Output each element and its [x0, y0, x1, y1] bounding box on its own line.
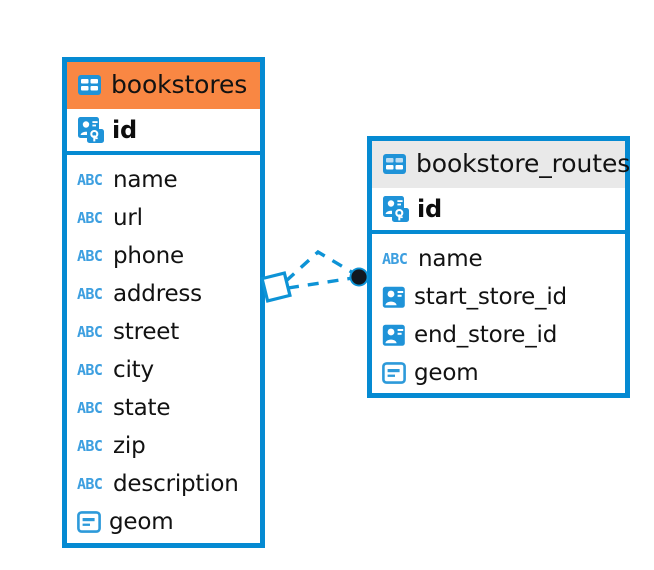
- field-row[interactable]: ABC phone: [67, 237, 260, 275]
- abc-icon: ABC: [77, 436, 103, 455]
- entity-title: bookstore_routes: [416, 149, 631, 178]
- abc-icon: ABC: [77, 474, 103, 493]
- relationship-line-upper: [284, 249, 356, 283]
- relationship-line-lower: [287, 276, 354, 290]
- field-row[interactable]: ABC address: [67, 275, 260, 313]
- field-row[interactable]: ABC description: [67, 465, 260, 503]
- field-label: start_store_id: [414, 283, 567, 310]
- field-label: name: [113, 166, 178, 193]
- field-label: state: [113, 394, 171, 421]
- field-label: geom: [414, 359, 479, 386]
- field-row[interactable]: geom: [67, 503, 260, 541]
- primary-key-row[interactable]: id: [67, 109, 260, 155]
- field-row[interactable]: ABC street: [67, 313, 260, 351]
- field-label: description: [113, 470, 239, 497]
- relationship-target-dot: [349, 267, 369, 287]
- field-label: address: [113, 280, 202, 307]
- entity-bookstore-routes[interactable]: bookstore_routes id ABC name: [367, 136, 630, 398]
- field-row[interactable]: ABC zip: [67, 427, 260, 465]
- abc-icon: ABC: [77, 284, 103, 303]
- abc-icon: ABC: [77, 246, 103, 265]
- abc-icon: ABC: [77, 322, 103, 341]
- field-row[interactable]: ABC url: [67, 199, 260, 237]
- abc-icon: ABC: [77, 360, 103, 379]
- abc-icon: ABC: [382, 249, 408, 268]
- table-icon: [78, 74, 101, 95]
- field-list-bookstore-routes: ABC name start_store_id: [372, 234, 625, 400]
- entity-header-bookstores[interactable]: bookstores: [67, 62, 260, 109]
- entity-bookstores[interactable]: bookstores id ABC name: [62, 57, 265, 548]
- field-row[interactable]: start_store_id: [372, 278, 625, 316]
- abc-icon: ABC: [77, 170, 103, 189]
- field-row[interactable]: ABC state: [67, 389, 260, 427]
- foreign-key-icon: [382, 324, 405, 346]
- field-label: city: [113, 356, 154, 383]
- primary-key-row[interactable]: id: [372, 188, 625, 234]
- primary-key-icon: [78, 117, 104, 143]
- primary-key-label: id: [417, 194, 443, 223]
- field-row[interactable]: ABC name: [372, 240, 625, 278]
- field-label: end_store_id: [414, 321, 558, 348]
- field-label: name: [418, 245, 483, 272]
- geometry-icon: [382, 362, 406, 384]
- field-label: phone: [113, 242, 184, 269]
- primary-key-label: id: [112, 115, 138, 144]
- field-row[interactable]: ABC city: [67, 351, 260, 389]
- field-row[interactable]: ABC name: [67, 161, 260, 199]
- geometry-icon: [77, 511, 101, 533]
- field-row[interactable]: end_store_id: [372, 316, 625, 354]
- abc-icon: ABC: [77, 208, 103, 227]
- table-icon: [383, 153, 406, 174]
- field-label: geom: [109, 508, 174, 535]
- field-label: street: [113, 318, 180, 345]
- foreign-key-icon: [382, 286, 405, 308]
- entity-header-bookstore-routes[interactable]: bookstore_routes: [372, 141, 630, 188]
- field-label: url: [113, 204, 143, 231]
- relationship-source-diamond: [260, 271, 292, 303]
- field-label: zip: [113, 432, 146, 459]
- entity-title: bookstores: [111, 70, 248, 99]
- field-list-bookstores: ABC name ABC url ABC phone ABC: [67, 155, 260, 549]
- field-row[interactable]: geom: [372, 354, 625, 392]
- abc-icon: ABC: [77, 398, 103, 417]
- primary-key-icon: [383, 196, 409, 222]
